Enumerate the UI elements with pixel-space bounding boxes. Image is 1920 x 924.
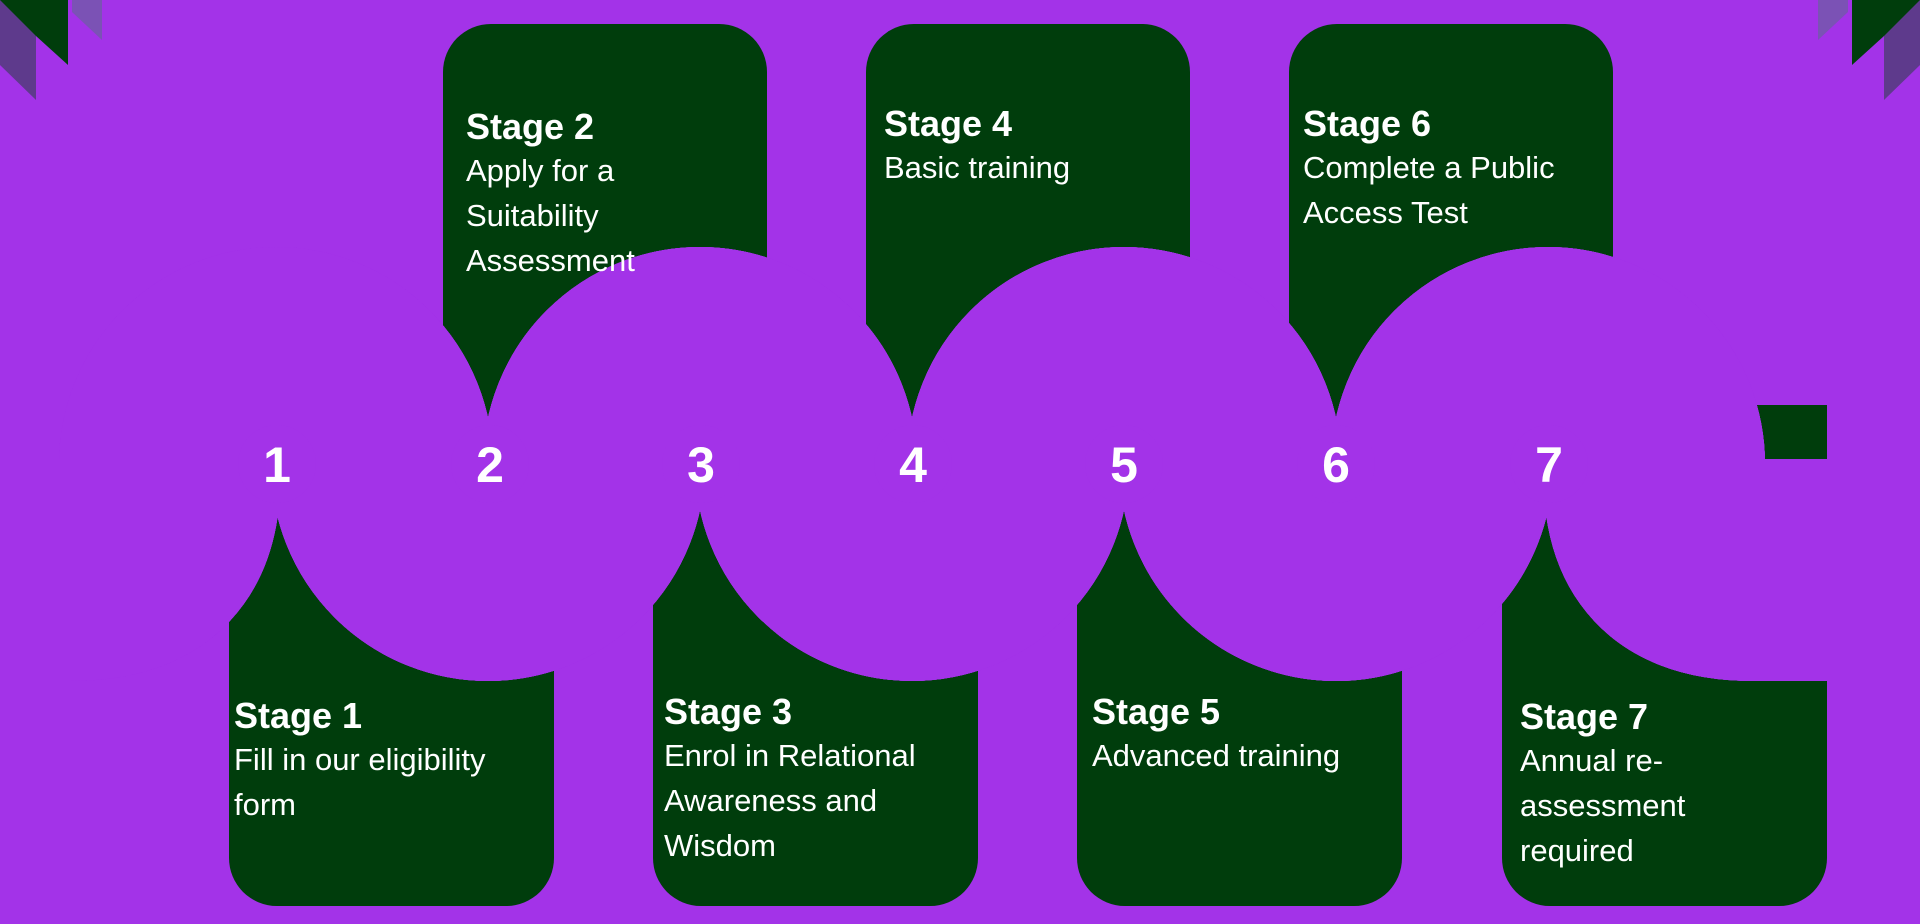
svg-text:3: 3 xyxy=(687,437,715,493)
stage-6-title: Stage 6 xyxy=(1303,103,1432,144)
stage-5-title: Stage 5 xyxy=(1092,691,1221,732)
stage-4-title: Stage 4 xyxy=(884,103,1013,144)
stage-5-text: Stage 5 Advanced training xyxy=(1092,689,1392,779)
stage-number-6: 6 xyxy=(1297,425,1375,503)
stage-2-text: Stage 2 Apply for a Suitability Assessme… xyxy=(466,104,706,284)
stage-4-description: Basic training xyxy=(884,150,1071,185)
svg-text:5: 5 xyxy=(1110,437,1138,493)
svg-text:1: 1 xyxy=(263,437,291,493)
stage-2-description: Apply for a Suitability Assessment xyxy=(466,153,635,278)
stage-7-description: Annual re-assessment required xyxy=(1520,743,1686,868)
svg-text:4: 4 xyxy=(899,437,927,493)
stage-3-text: Stage 3 Enrol in Relational Awareness an… xyxy=(664,689,954,869)
stage-6-text: Stage 6 Complete a Public Access Test xyxy=(1303,101,1603,236)
stage-3-title: Stage 3 xyxy=(664,691,793,732)
stage-number-2: 2 xyxy=(451,425,529,503)
svg-text:2: 2 xyxy=(476,437,504,493)
corner-decoration-right xyxy=(1818,0,1920,100)
stage-7-text: Stage 7 Annual re-assessment required xyxy=(1520,694,1740,874)
stage-2-title: Stage 2 xyxy=(466,106,595,147)
stage-3-description: Enrol in Relational Awareness and Wisdom xyxy=(664,738,916,863)
stage-7-title: Stage 7 xyxy=(1520,696,1649,737)
svg-text:6: 6 xyxy=(1322,437,1350,493)
stage-1-title: Stage 1 xyxy=(234,695,363,736)
stage-4-text: Stage 4 Basic training xyxy=(884,101,1174,191)
stage-number-3: 3 xyxy=(662,425,740,503)
stage-number-1: 1 xyxy=(238,425,316,503)
corner-decoration-left xyxy=(0,0,102,100)
svg-text:7: 7 xyxy=(1535,437,1563,493)
stage-number-7: 7 xyxy=(1510,425,1588,503)
stage-number-5: 5 xyxy=(1085,425,1163,503)
stage-1-description: Fill in our eligibility form xyxy=(234,742,486,822)
stage-1-text: Stage 1 Fill in our eligibility form xyxy=(234,693,534,828)
stage-number-4: 4 xyxy=(874,425,952,503)
stage-number-markers: 1 2 3 4 5 6 7 xyxy=(238,425,1588,503)
stage-5-description: Advanced training xyxy=(1092,738,1341,773)
winding-road xyxy=(0,358,1900,681)
stage-6-description: Complete a Public Access Test xyxy=(1303,150,1555,230)
